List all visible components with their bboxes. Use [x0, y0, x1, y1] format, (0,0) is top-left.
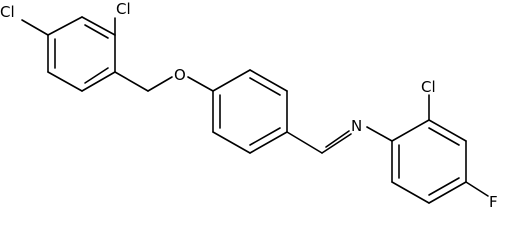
double-bond-inner: [84, 67, 109, 84]
nitrogen-atom-label: N: [351, 117, 362, 135]
chlorine-atom-label: Cl: [116, 0, 131, 18]
bond: [249, 131, 288, 154]
bond-ch-imine: [286, 131, 323, 154]
bond: [391, 119, 430, 142]
chemical-structure-diagram: Cl Cl O N Cl F: [0, 0, 498, 211]
bond: [81, 16, 116, 36]
double-bond-inner: [249, 77, 281, 96]
fluorine-atom-label: F: [489, 193, 498, 211]
bond-from-oxygen: [187, 76, 214, 92]
bond: [212, 131, 251, 154]
bond-to-cl: [21, 19, 49, 36]
double-bond-c-n-inner: [325, 130, 350, 148]
chlorine-atom-label: Cl: [421, 78, 436, 96]
phenylene-ring: [212, 69, 288, 154]
bond: [81, 71, 116, 92]
bond: [47, 16, 83, 36]
bond: [428, 181, 467, 204]
oxygen-atom-label: O: [174, 66, 186, 84]
bond: [47, 71, 83, 92]
double-bond-inner: [428, 127, 460, 146]
double-bond-c-n: [321, 133, 352, 154]
chlorofluorophenyl-ring: [391, 119, 467, 204]
dichlorophenyl-ring: [47, 16, 116, 92]
bond: [212, 69, 251, 92]
double-bond-inner: [249, 127, 281, 146]
bond: [428, 119, 467, 142]
bond-to-oxygen: [147, 76, 173, 92]
chlorine-atom-label: Cl: [0, 3, 15, 21]
double-bond-inner: [428, 177, 460, 196]
bond-ch2: [114, 71, 149, 92]
bond: [249, 69, 288, 92]
bond-to-fluorine: [465, 181, 489, 197]
double-bond-inner: [84, 24, 109, 39]
bond: [391, 181, 430, 204]
bond-n-aryl: [366, 126, 393, 142]
